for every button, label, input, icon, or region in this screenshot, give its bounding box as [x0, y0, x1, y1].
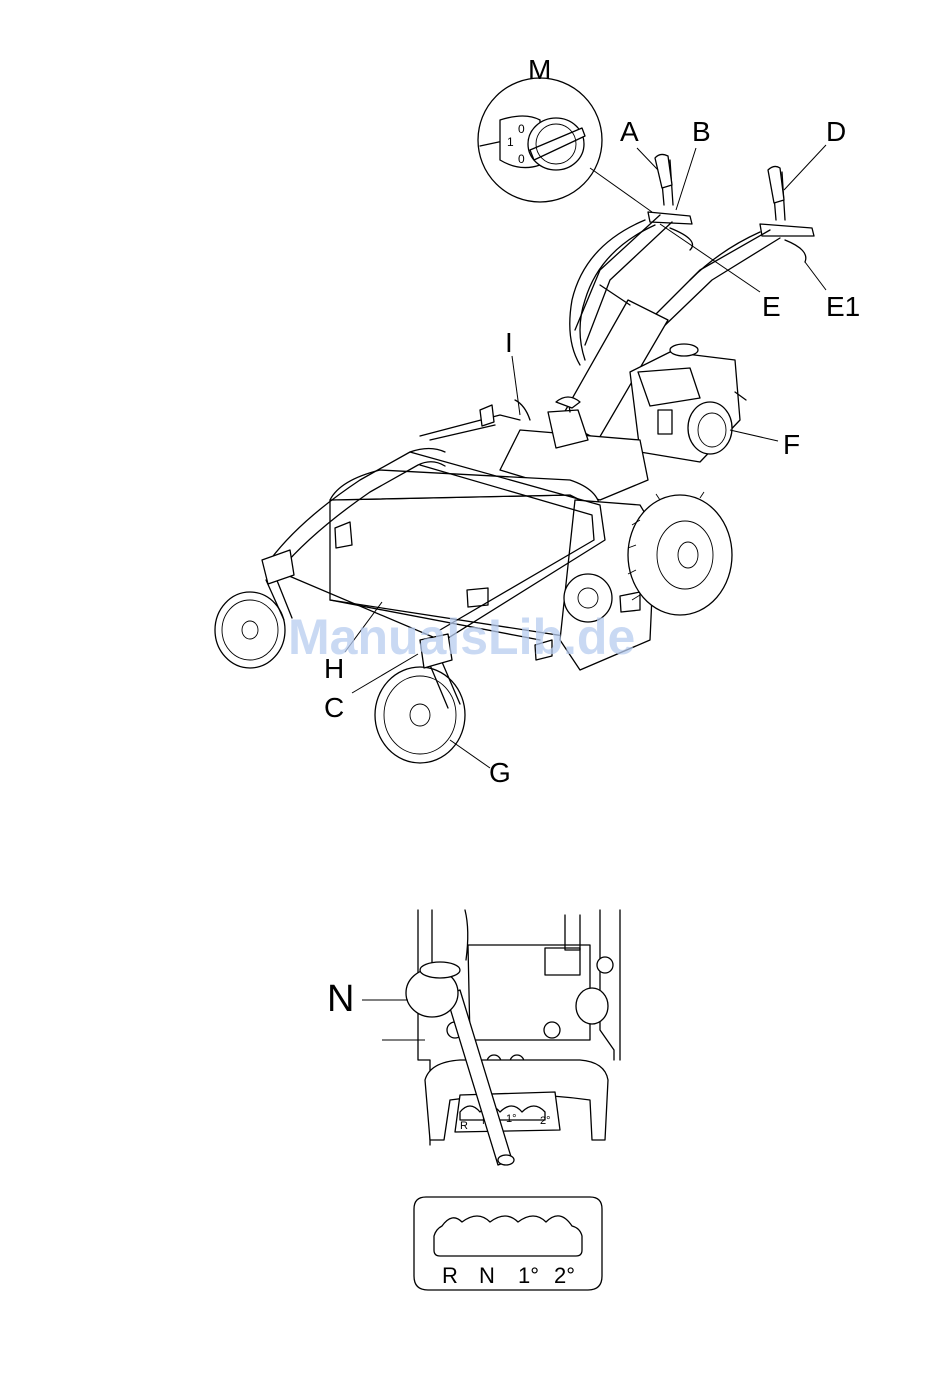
gear-lever-illustration: R N 1° 2° N: [327, 910, 620, 1165]
front-left-wheel: [215, 550, 294, 668]
callout-g: G: [489, 757, 511, 788]
gear-label-1st: 1°: [518, 1263, 539, 1288]
callout-f: F: [783, 429, 800, 460]
dial-mark-off-top: 0: [518, 122, 525, 136]
gear-label-2nd: 2°: [554, 1263, 575, 1288]
engine: [630, 344, 746, 462]
callout-b: B: [692, 116, 711, 147]
ignition-switch-detail: [478, 78, 602, 202]
callout-a: A: [620, 116, 639, 147]
callout-n: N: [327, 978, 354, 1020]
machine-illustration: M A B D E E1 I F H C G 1 0 0: [215, 54, 860, 788]
callout-e1: E1: [826, 291, 860, 322]
callout-e: E: [762, 291, 781, 322]
watermark: ManualsLib.de: [288, 609, 635, 665]
callout-d: D: [826, 116, 846, 147]
gear-plate-label-1: 1°: [506, 1113, 517, 1125]
gear-plate-label-2: 2°: [540, 1115, 551, 1127]
gear-gate-diagram: R N 1° 2°: [414, 1197, 602, 1290]
dial-mark-off-bottom: 0: [518, 152, 525, 166]
callout-c: C: [324, 692, 344, 723]
callout-m: M: [528, 54, 551, 85]
dial-mark-on: 1: [507, 135, 514, 149]
gear-label-n: N: [479, 1263, 495, 1288]
gear-plate-label-r: R: [460, 1120, 468, 1132]
gear-label-r: R: [442, 1263, 458, 1288]
callout-i: I: [505, 327, 513, 358]
